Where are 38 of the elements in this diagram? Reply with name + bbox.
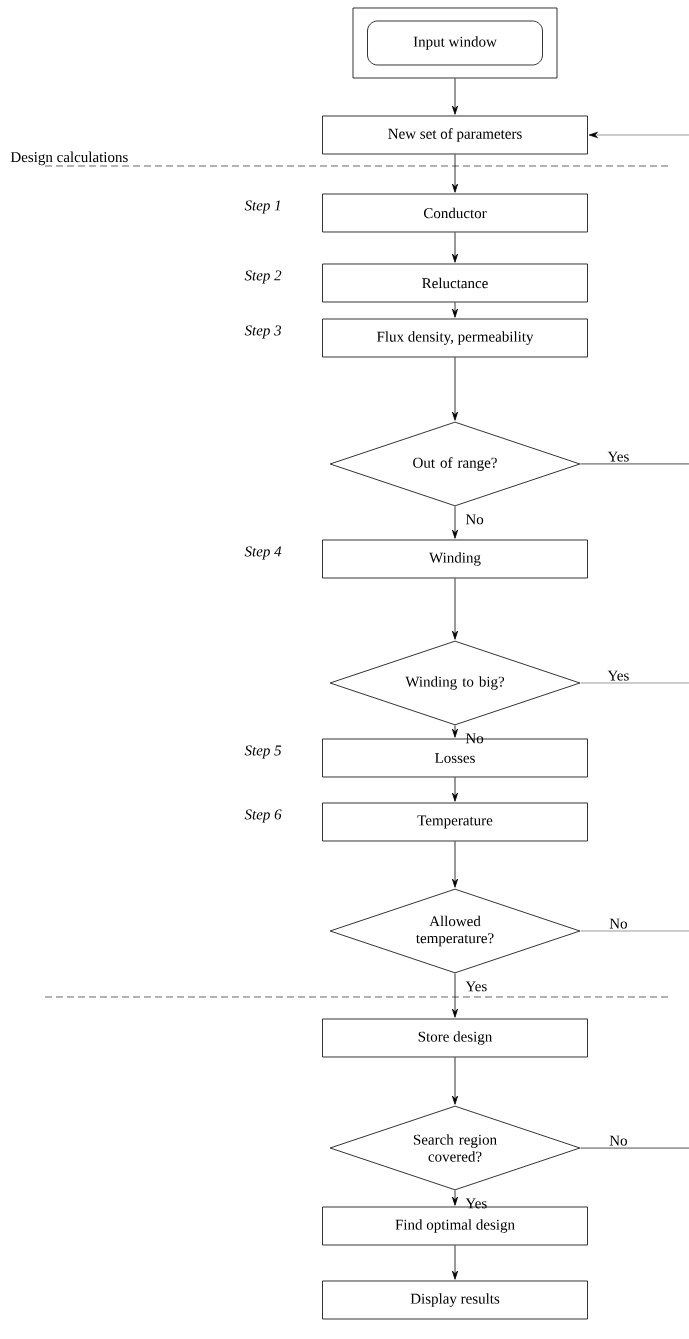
arrow xyxy=(451,1190,459,1206)
edge-label: Yes xyxy=(465,981,487,992)
arrow xyxy=(451,578,459,640)
process-box: Display results xyxy=(322,1280,588,1320)
frame-box xyxy=(352,7,558,79)
process-box: Temperature xyxy=(322,802,588,842)
process-box: Store design xyxy=(322,1018,588,1058)
step-label: Step 1 xyxy=(244,200,280,214)
arrow xyxy=(451,357,459,421)
step-label: Step 6 xyxy=(244,809,282,823)
arrow xyxy=(451,973,459,1018)
arrow xyxy=(451,1057,459,1105)
arrow xyxy=(451,725,459,738)
section-label: Design calculations xyxy=(10,151,128,166)
edge-label: No xyxy=(609,918,627,929)
edge-label: No xyxy=(609,1135,627,1146)
arrow xyxy=(451,841,459,888)
arrow xyxy=(451,154,459,193)
edge-label: Yes xyxy=(607,451,629,462)
arrow xyxy=(451,78,459,115)
step-label: Step 5 xyxy=(244,745,282,759)
edge-label: Yes xyxy=(465,1198,487,1209)
arrow xyxy=(451,232,459,263)
step-label: Step 3 xyxy=(244,325,282,339)
edge-label: No xyxy=(465,514,484,525)
process-box: Flux density, permeability xyxy=(322,318,588,358)
process-box: New set of parameters xyxy=(322,115,588,155)
edge-label: Yes xyxy=(607,670,629,681)
rounded-box: Input window xyxy=(367,20,543,66)
process-box: Conductor xyxy=(322,193,588,233)
arrow xyxy=(451,1245,459,1280)
arrow xyxy=(451,777,459,802)
arrow xyxy=(451,506,459,539)
step-label: Step 2 xyxy=(244,270,282,284)
process-box: Reluctance xyxy=(322,263,588,303)
arrow xyxy=(451,302,459,318)
process-box: Winding xyxy=(322,539,588,579)
step-label: Step 4 xyxy=(244,546,282,560)
